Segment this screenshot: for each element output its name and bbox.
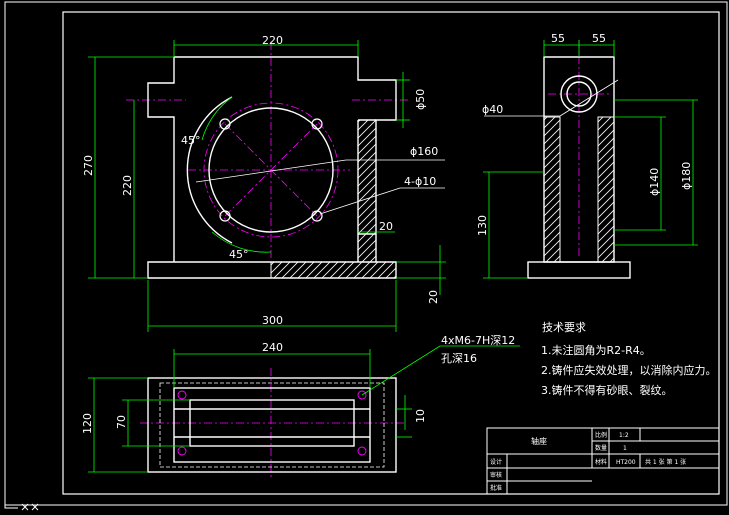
dim-phi180: ϕ180 [680, 162, 693, 190]
ucs-icon [4, 495, 39, 511]
dim-120: 120 [81, 413, 94, 434]
drawing-outer-frame [4, 1, 728, 506]
material-value: HT200 [616, 459, 636, 466]
dim-45-upper: 45° [181, 134, 201, 147]
dim-20-right: 20 [379, 220, 393, 233]
drawing-inner-frame [62, 11, 720, 495]
dim-10: 10 [414, 409, 427, 423]
top-view: 240 120 70 10 4xM6-7H深12 孔深16 [81, 334, 520, 478]
dim-45-lower: 45° [229, 248, 249, 261]
dim-holes: 4-ϕ10 [404, 175, 436, 188]
tech-notes-title: 技术要求 [542, 321, 586, 334]
dim-phi160: ϕ160 [410, 145, 438, 158]
dim-270: 270 [82, 155, 95, 176]
dim-130: 130 [476, 215, 489, 236]
scale-label: 比例 [595, 431, 607, 439]
front-view: 220 270 220 45° 45° ϕ50 ϕ160 4-ϕ10 20 20… [82, 34, 446, 332]
thread-callout-line2: 孔深16 [441, 352, 477, 365]
qty-label: 数量 [595, 444, 607, 452]
dim-55-left: 55 [551, 32, 565, 45]
side-view: 55 55 ϕ40 ϕ140 ϕ180 130 [476, 32, 698, 279]
sheet-info: 共 1 张 第 1 张 [645, 458, 686, 466]
dim-phi50: ϕ50 [414, 89, 427, 110]
tech-note-1: 1.未注圆角为R2-R4。 [541, 343, 651, 357]
tech-note-3: 3.铸件不得有砂眼、裂纹。 [541, 383, 673, 397]
thread-callout-line1: 4xM6-7H深12 [441, 334, 515, 347]
dim-240: 240 [262, 341, 283, 354]
dim-phi140: ϕ140 [648, 168, 661, 196]
dim-55-right: 55 [592, 32, 606, 45]
material-label: 材料 [595, 458, 607, 466]
designer-label: 设计 [490, 458, 502, 466]
part-name: 轴座 [531, 436, 547, 446]
scale-value: 1:2 [619, 432, 629, 439]
dim-300: 300 [262, 314, 283, 327]
qty-value: 1 [623, 445, 627, 452]
dim-70: 70 [115, 415, 128, 429]
tech-note-2: 2.铸件应失效处理，以消除内应力。 [541, 363, 717, 377]
title-block: 轴座 比例 1:2 数量 1 材料 HT200 共 1 张 第 1 张 设计 审… [486, 427, 720, 495]
approver-label: 批准 [490, 484, 502, 492]
checker-label: 审核 [490, 471, 502, 479]
dim-220-top: 220 [262, 34, 283, 47]
dim-phi40: ϕ40 [482, 103, 503, 116]
technical-requirements: 技术要求 1.未注圆角为R2-R4。 2.铸件应失效处理，以消除内应力。 3.铸… [541, 321, 717, 397]
dim-220-left: 220 [121, 175, 134, 196]
dim-20-base: 20 [427, 290, 440, 304]
